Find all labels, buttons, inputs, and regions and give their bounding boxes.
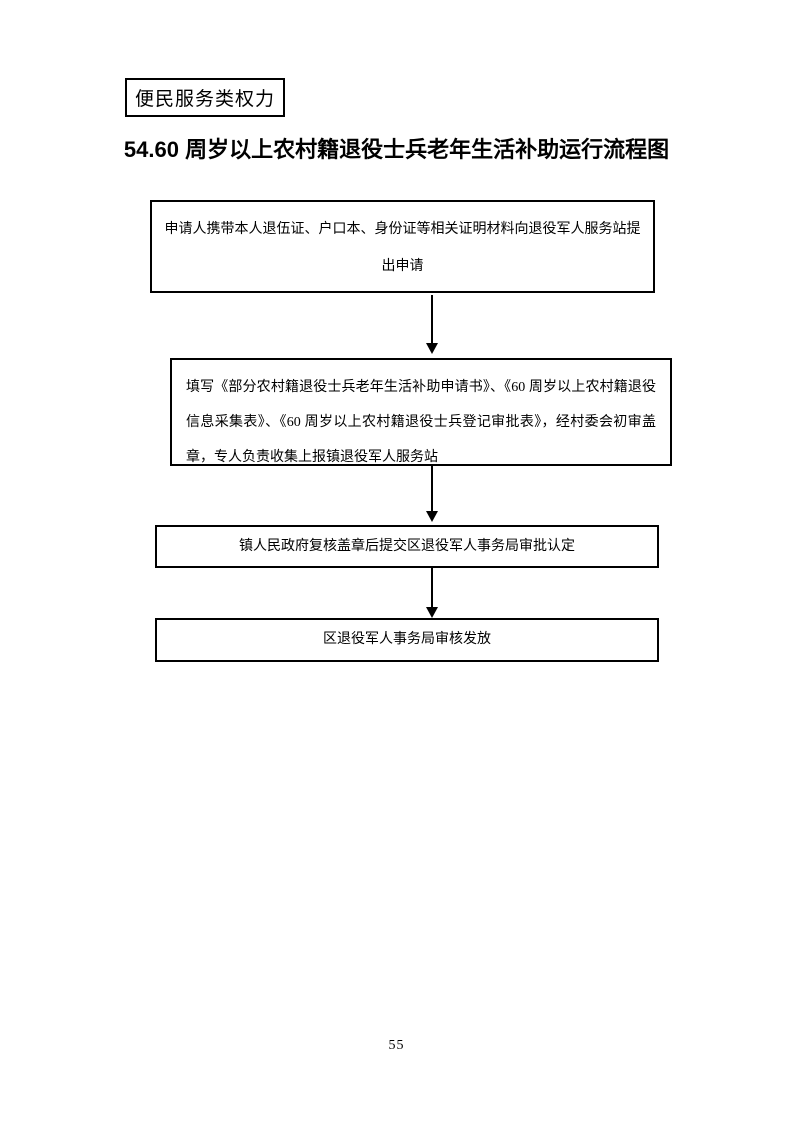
flow-step-district-issue: 区退役军人事务局审核发放 [155, 618, 659, 662]
flow-step-district-issue-text: 区退役军人事务局审核发放 [323, 632, 491, 647]
category-label: 便民服务类权力 [134, 89, 275, 110]
flow-step-apply-text: 申请人携带本人退伍证、户口本、身份证等相关证明材料向退役军人服务站提出申请 [164, 222, 641, 274]
flow-connector-line-2 [431, 466, 433, 512]
flow-step-apply: 申请人携带本人退伍证、户口本、身份证等相关证明材料向退役军人服务站提出申请 [150, 200, 655, 293]
flow-connector-line-3 [431, 568, 433, 608]
flow-step-town-review: 镇人民政府复核盖章后提交区退役军人事务局审批认定 [155, 525, 659, 568]
flow-step-fill-forms: 填写《部分农村籍退役士兵老年生活补助申请书》、《60 周岁以上农村籍退役信息采集… [170, 358, 672, 466]
flow-step-fill-forms-text: 填写《部分农村籍退役士兵老年生活补助申请书》、《60 周岁以上农村籍退役信息采集… [186, 380, 656, 465]
category-label-box: 便民服务类权力 [125, 78, 285, 117]
flow-step-town-review-text: 镇人民政府复核盖章后提交区退役军人事务局审批认定 [239, 538, 575, 554]
arrow-down-icon-2 [426, 511, 438, 522]
page-title: 54.60 周岁以上农村籍退役士兵老年生活补助运行流程图 [123, 137, 670, 162]
arrow-down-icon-1 [426, 343, 438, 354]
flow-connector-line-1 [431, 295, 433, 344]
page-number: 55 [388, 1038, 405, 1053]
arrow-down-icon-3 [426, 607, 438, 618]
